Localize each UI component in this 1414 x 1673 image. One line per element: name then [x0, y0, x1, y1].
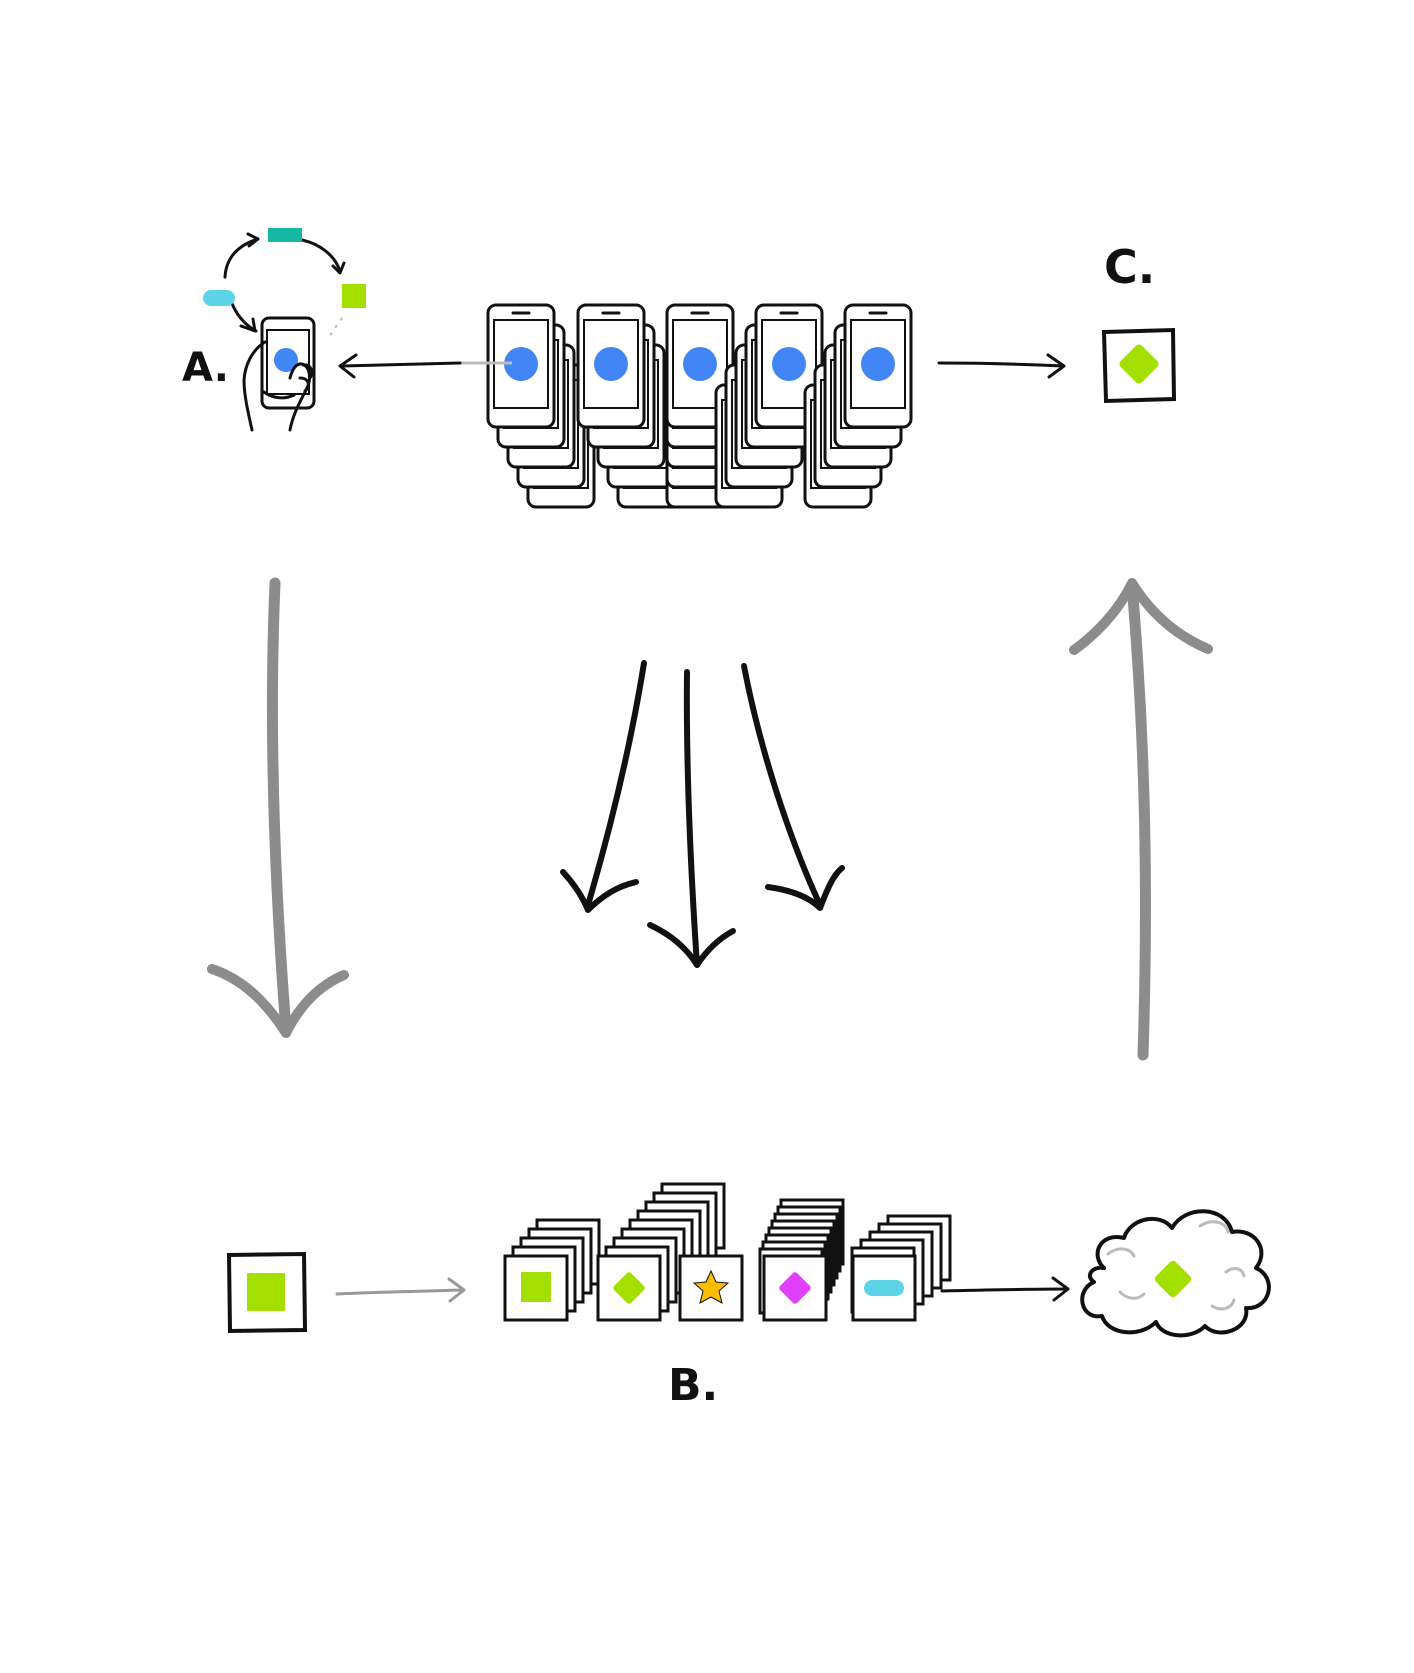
lime-square-icon — [521, 1272, 551, 1302]
arrows-fleet-to-b — [560, 660, 845, 968]
blue-pill-icon — [864, 1280, 904, 1296]
label-a: A. — [182, 345, 229, 391]
label-c: C. — [1104, 240, 1156, 294]
model-card-icon — [762, 1254, 828, 1322]
teal-rect-icon — [268, 228, 302, 242]
blue-pill-icon — [203, 290, 235, 306]
arrow-down-left — [207, 577, 349, 1038]
model-update-stacks — [503, 1182, 952, 1322]
phone-fleet-icon — [486, 303, 913, 509]
hand-holding-phone-icon — [203, 228, 366, 432]
lime-diamond-icon — [613, 1272, 645, 1304]
model-card-local — [226, 1251, 308, 1334]
lime-square-icon — [342, 284, 366, 308]
model-card-icon — [596, 1254, 662, 1322]
arrow-fleet-to-c — [937, 353, 1066, 379]
model-card-icon — [851, 1254, 917, 1322]
phone-icon — [576, 303, 646, 429]
phone-icon — [843, 303, 913, 429]
label-b: B. — [668, 1360, 719, 1411]
model-card-c — [1101, 327, 1177, 404]
star-icon — [692, 1269, 730, 1304]
arrow-up-right — [1069, 578, 1213, 1061]
model-card-icon — [678, 1254, 744, 1322]
model-card-icon — [503, 1254, 569, 1322]
arrow-fleet-to-a — [338, 353, 512, 379]
phone-icon — [486, 303, 556, 429]
cloud-icon — [1080, 1209, 1271, 1338]
arrow-b-to-cloud — [940, 1276, 1070, 1302]
magenta-diamond-icon — [779, 1272, 811, 1304]
arrow-local-to-b — [335, 1277, 466, 1303]
